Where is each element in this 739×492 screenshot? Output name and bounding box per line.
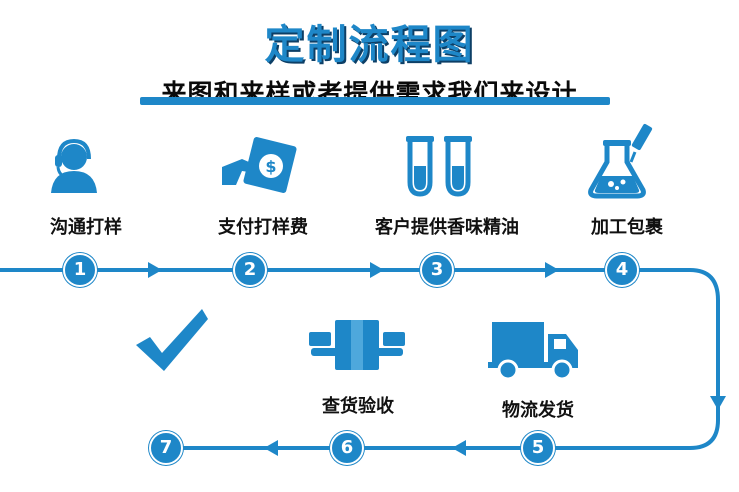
- delivery-truck-icon: [488, 322, 578, 381]
- step-6-label: 查货验收: [322, 396, 394, 417]
- svg-text:$: $: [265, 157, 276, 176]
- subtitle-underline: [140, 97, 610, 105]
- step-3-label: 客户提供香味精油: [375, 217, 519, 238]
- package-inspect-icon: [309, 320, 405, 370]
- checkmark-icon: [136, 309, 208, 371]
- arrow-right-3: [545, 262, 559, 278]
- arrow-right-2: [370, 262, 384, 278]
- step-7-number: 7: [149, 431, 183, 465]
- arrow-down: [710, 396, 726, 410]
- arrow-left-2: [264, 440, 278, 456]
- step-6-number: 6: [330, 431, 364, 465]
- payment-icon: $: [222, 137, 297, 193]
- step-5-number: 5: [521, 431, 555, 465]
- headset-user-icon: [51, 138, 97, 193]
- step-4-label: 加工包裹: [591, 217, 663, 238]
- arrow-right-1: [148, 262, 162, 278]
- step-4-number: 4: [605, 253, 639, 287]
- step-5-label: 物流发货: [502, 400, 574, 421]
- arrow-left-1: [452, 440, 466, 456]
- step-1-number: 1: [63, 253, 97, 287]
- step-2-label: 支付打样费: [218, 217, 308, 238]
- page-title: 定制流程图: [264, 22, 475, 68]
- step-2-number: 2: [233, 253, 267, 287]
- test-tubes-icon: [406, 136, 472, 197]
- step-1-label: 沟通打样: [50, 217, 122, 238]
- flask-dropper-icon: [588, 123, 653, 199]
- step-3-number: 3: [420, 253, 454, 287]
